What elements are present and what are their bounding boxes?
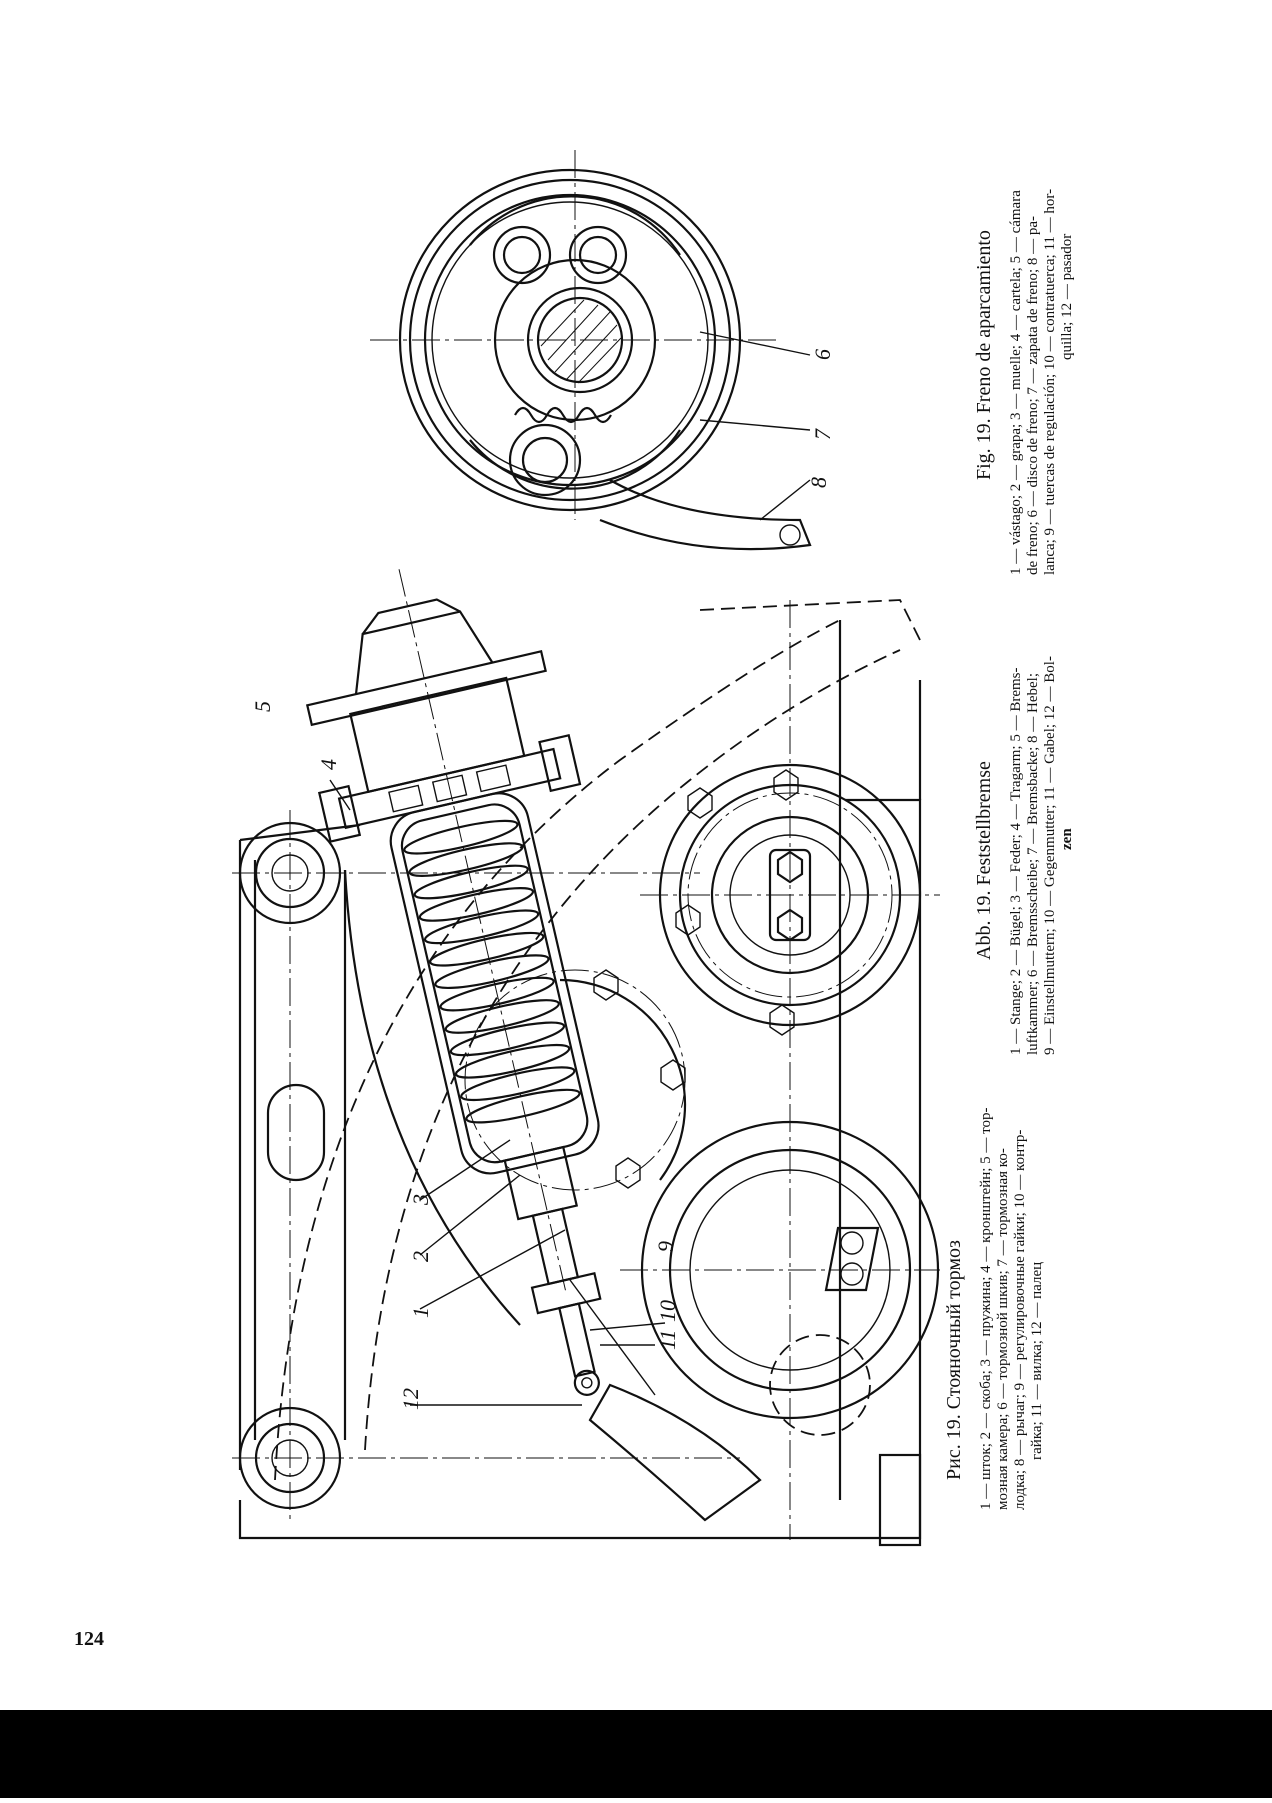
caption-de-line-4: zen <box>1059 828 1075 850</box>
slot-window <box>266 1083 326 1182</box>
callout-5: 5 <box>250 701 275 712</box>
caption-de-title: Abb. 19. Feststellbremse <box>973 761 995 960</box>
caption-ru-line-4: гайка; 11 — вилка; 12 — палец <box>1029 1262 1045 1460</box>
brake-cylinder-bracket <box>305 569 602 1396</box>
pin <box>573 1369 600 1396</box>
caption-es-line-2: de freno; 6 — disco de freno; 7 — zapata… <box>1025 216 1041 575</box>
callout-8: 8 <box>806 477 831 488</box>
callout-1: 1 <box>408 1307 433 1318</box>
lever-arm <box>588 1383 762 1522</box>
caption-es-line-3: lanca; 9 — tuercas de regulación; 10 — c… <box>1042 189 1058 575</box>
callout-3: 3 <box>408 1194 433 1206</box>
callout-12: 12 <box>398 1388 423 1410</box>
caption-ru-title: Рис. 19. Стояночный тормоз <box>943 1240 965 1480</box>
main-assembly-view: 1 2 3 4 5 9 10 11 12 <box>232 569 940 1547</box>
caption-de-line-1: 1 — Stange; 2 — Bügel; 3 — Feder; 4 — Tr… <box>1008 668 1024 1055</box>
lever-8 <box>599 479 812 551</box>
callout-7: 7 <box>810 428 835 440</box>
dashed-swing-arc <box>274 619 841 1481</box>
caption-es-title: Fig. 19. Freno de aparcamiento <box>973 230 995 480</box>
caption-es: Fig. 19. Freno de aparcamiento 1 — vásta… <box>973 189 1075 575</box>
shaft-hatching <box>540 299 622 384</box>
caption-de-line-2: luftkammer; 6 — Bremsscheibe; 7 — Bremsb… <box>1025 673 1041 1055</box>
page-number: 124 <box>74 1628 104 1650</box>
caption-ru-line-1: 1 — шток; 2 — скоба; 3 — пружина; 4 — кр… <box>978 1107 994 1510</box>
brake-drum-section: 6 7 8 <box>370 150 835 551</box>
caption-ru: Рис. 19. Стояночный тормоз 1 — шток; 2 —… <box>943 1107 1045 1510</box>
callout-9: 9 <box>653 1241 678 1252</box>
return-spring <box>514 406 612 424</box>
callouts-main <box>329 779 666 1406</box>
callout-6: 6 <box>810 349 835 360</box>
caption-de-line-3: 9 — Einstellmuttern; 10 — Gegenmutter; 1… <box>1042 656 1058 1055</box>
callout-11: 11 <box>655 1330 680 1350</box>
callout-2: 2 <box>408 1251 433 1262</box>
caption-ru-line-3: лодка; 8 — рычаг; 9 — регулировочные гай… <box>1012 1130 1028 1510</box>
scan-border <box>0 1710 1272 1798</box>
callout-10: 10 <box>655 1300 680 1322</box>
callout-4: 4 <box>316 759 341 770</box>
caption-de: Abb. 19. Feststellbremse 1 — Stange; 2 —… <box>973 656 1075 1055</box>
caption-es-line-1: 1 — vástago; 2 — grapa; 3 — muelle; 4 — … <box>1008 190 1024 575</box>
brake-chamber <box>348 676 526 794</box>
caption-es-line-4: quilla; 12 — pasador <box>1059 234 1075 360</box>
housing-contour <box>238 1500 700 1540</box>
caption-ru-line-2: мозная камера; 6 — тормозной шкив; 7 — т… <box>995 1148 1011 1510</box>
